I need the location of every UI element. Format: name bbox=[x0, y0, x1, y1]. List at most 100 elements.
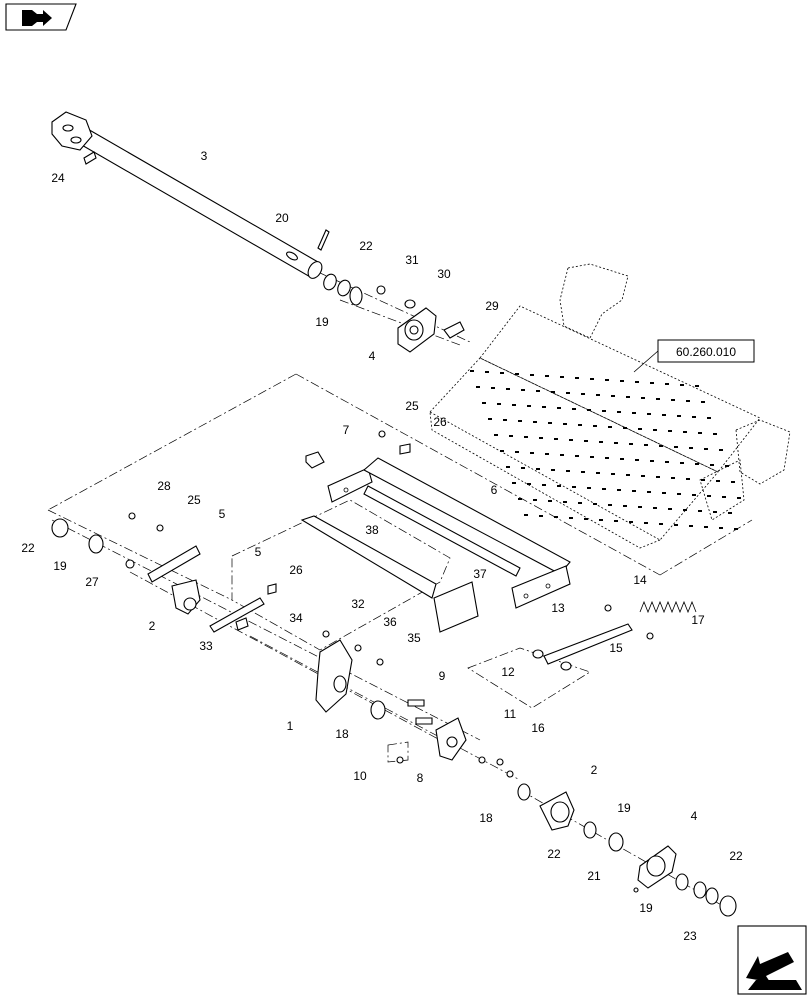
grate-slot bbox=[665, 461, 669, 463]
grate-slot bbox=[650, 382, 654, 384]
grate-slot bbox=[659, 445, 663, 447]
callout-c25a: 25 bbox=[405, 399, 419, 413]
grate-slot bbox=[542, 406, 546, 408]
grate-slot bbox=[725, 465, 729, 467]
grate-slot bbox=[482, 402, 486, 404]
grate-slot bbox=[635, 459, 639, 461]
grate-slot bbox=[539, 437, 543, 439]
grate-slot bbox=[533, 421, 537, 423]
callout-c21: 21 bbox=[587, 869, 601, 883]
grate-slot bbox=[647, 491, 651, 493]
callout-c4a: 4 bbox=[369, 349, 376, 363]
grate-slot bbox=[701, 479, 705, 481]
grate-slot bbox=[605, 457, 609, 459]
callout-c9: 9 bbox=[439, 669, 446, 683]
grate-slot bbox=[701, 401, 705, 403]
grate-slot bbox=[518, 498, 522, 500]
next-page-arrow-icon[interactable] bbox=[737, 925, 807, 995]
grate-slot bbox=[707, 495, 711, 497]
grate-slot bbox=[638, 506, 642, 508]
callout-c13: 13 bbox=[551, 601, 565, 615]
grate-slot bbox=[530, 452, 534, 454]
grate-slot bbox=[629, 443, 633, 445]
strip-part-38 bbox=[300, 515, 437, 599]
grate-slot bbox=[506, 388, 510, 390]
callout-c22b: 22 bbox=[21, 541, 35, 555]
grate-slot bbox=[668, 508, 672, 510]
grate-slot bbox=[599, 519, 603, 521]
grate-slot bbox=[638, 428, 642, 430]
grate-slot bbox=[575, 455, 579, 457]
grate-slot bbox=[551, 469, 555, 471]
grate-slot bbox=[626, 396, 630, 398]
lever-part-8 bbox=[396, 699, 514, 778]
grate-slot bbox=[524, 436, 528, 438]
grate-slot bbox=[470, 370, 474, 372]
bolt-part-26-upper bbox=[399, 443, 411, 455]
grate-slot bbox=[719, 449, 723, 451]
grate-slots bbox=[470, 370, 741, 530]
grate-slot bbox=[599, 441, 603, 443]
callout-c31: 31 bbox=[405, 253, 419, 267]
callout-c37: 37 bbox=[473, 567, 487, 581]
callout-c2b: 2 bbox=[591, 763, 598, 777]
grate-slot bbox=[611, 395, 615, 397]
grate-slot bbox=[575, 377, 579, 379]
grate-slot bbox=[680, 384, 684, 386]
grate-slot bbox=[563, 423, 567, 425]
grate-slot bbox=[485, 371, 489, 373]
knob-part-7 bbox=[305, 451, 325, 469]
bearing-part-4-lower bbox=[633, 845, 737, 917]
grate-slot bbox=[632, 490, 636, 492]
grate-slot bbox=[506, 466, 510, 468]
grate-slot bbox=[695, 385, 699, 387]
grate-slot bbox=[704, 448, 708, 450]
grate-slot bbox=[704, 526, 708, 528]
grate-slot bbox=[497, 403, 501, 405]
grate-slot bbox=[551, 391, 555, 393]
grate-slot bbox=[617, 489, 621, 491]
grate-slot bbox=[671, 399, 675, 401]
callout-c34: 34 bbox=[289, 611, 303, 625]
grate-slot bbox=[572, 486, 576, 488]
spring-part-17 bbox=[639, 600, 697, 614]
callout-c36: 36 bbox=[383, 615, 397, 629]
callout-c3: 3 bbox=[201, 149, 208, 163]
grate-slot bbox=[515, 373, 519, 375]
grate-slot bbox=[608, 504, 612, 506]
grate-assembly bbox=[429, 263, 791, 549]
grate-slot bbox=[512, 404, 516, 406]
pin-part-20 bbox=[317, 229, 330, 251]
grate-slot bbox=[677, 415, 681, 417]
grate-slot bbox=[653, 429, 657, 431]
grate-slot bbox=[620, 380, 624, 382]
grate-slot bbox=[557, 407, 561, 409]
snap-rings-22 bbox=[323, 273, 363, 306]
grate-slot bbox=[545, 375, 549, 377]
grate-slot bbox=[689, 525, 693, 527]
grate-slot bbox=[527, 483, 531, 485]
book-arrow-icon[interactable] bbox=[5, 3, 77, 31]
plate-part-37 bbox=[433, 581, 479, 633]
callout-c5a: 5 bbox=[219, 507, 226, 521]
grate-slot bbox=[683, 431, 687, 433]
grate-slot bbox=[515, 451, 519, 453]
grate-slot bbox=[635, 381, 639, 383]
grate-slot bbox=[527, 405, 531, 407]
reference-tag[interactable]: 60.260.010 bbox=[633, 339, 755, 373]
callout-c8: 8 bbox=[417, 771, 424, 785]
grate-slot bbox=[629, 521, 633, 523]
grate-slot bbox=[566, 470, 570, 472]
frame-part-6 bbox=[327, 457, 571, 609]
grate-slot bbox=[737, 497, 741, 499]
grate-slot bbox=[695, 463, 699, 465]
grate-slot bbox=[698, 432, 702, 434]
callout-c26b: 26 bbox=[289, 563, 303, 577]
grate-slot bbox=[536, 390, 540, 392]
callout-c28: 28 bbox=[157, 479, 171, 493]
grate-slot bbox=[512, 482, 516, 484]
callout-c25b: 25 bbox=[187, 493, 201, 507]
grate-slot bbox=[602, 410, 606, 412]
grate-slot bbox=[509, 435, 513, 437]
